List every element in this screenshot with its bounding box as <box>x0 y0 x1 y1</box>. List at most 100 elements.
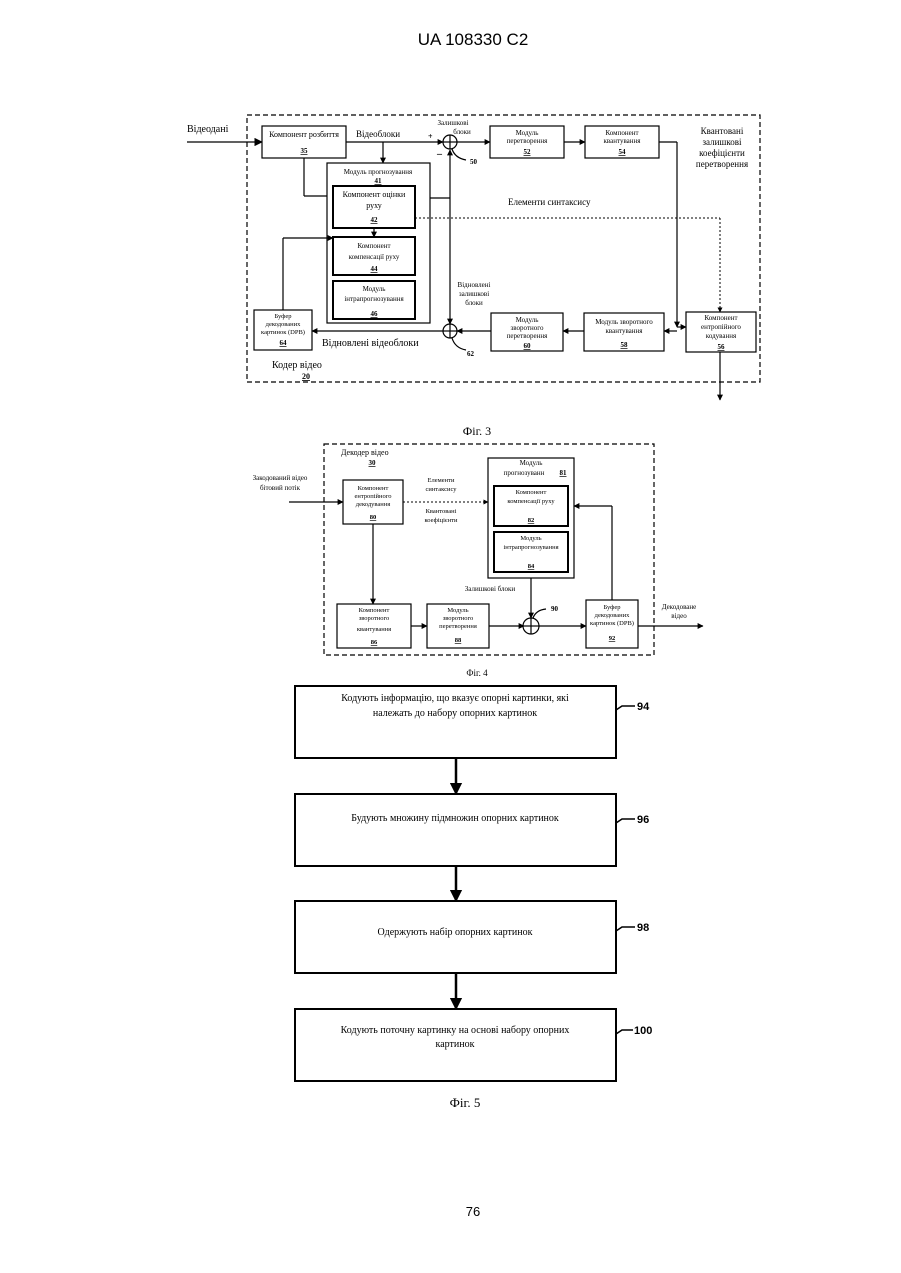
fig4-invt-ref: 88 <box>455 637 462 644</box>
fig4-pred-label-2: прогнозуванн <box>504 469 545 477</box>
summer-90-ref: 90 <box>551 605 559 613</box>
ent-label-1: Компонент <box>704 314 737 322</box>
mc-ref: 44 <box>371 265 379 273</box>
bitstream-label-2: бітовий потік <box>260 484 301 492</box>
fig4-intra-label-2: інтрапрогнозування <box>503 544 558 551</box>
prediction-label: Модуль прогнозування <box>344 168 413 176</box>
transform-ref: 52 <box>524 148 532 156</box>
qcoef-label-3: коефіцієнти <box>699 148 745 158</box>
fig4-mc-label-2: компенсації руху <box>507 498 555 505</box>
partition-ref: 35 <box>301 147 309 155</box>
dpb-ref: 64 <box>280 339 288 347</box>
fig4-invt-label-3: перетворення <box>439 623 477 630</box>
ent-ref: 56 <box>718 343 726 351</box>
invt-label-2: зворотного <box>511 324 544 332</box>
fig4-residual-label: Залишкові блоки <box>465 585 516 593</box>
step-96-text: Будують множину підмножин опорних картин… <box>351 813 559 824</box>
invt-label-3: перетворення <box>507 332 548 340</box>
partition-label: Компонент розбиття <box>269 130 339 139</box>
encoder-label: Кодер відео <box>272 360 322 371</box>
bitstream-label-1: Закодований відео <box>253 474 308 482</box>
syntax-label: Елементи синтаксису <box>508 197 591 207</box>
fig4-intra-label-1: Модуль <box>520 535 541 542</box>
fig4-caption: Фіг. 4 <box>466 668 488 678</box>
residual-label-1: Залишкові <box>437 119 468 127</box>
fig4-dpb-label-2: декодованих <box>595 612 630 619</box>
entd-ref: 80 <box>370 514 377 521</box>
fig4-qcoef-label-1: Квантовані <box>426 508 457 515</box>
video-blocks-label: Відеоблоки <box>356 129 400 139</box>
me-ref: 42 <box>371 216 379 224</box>
quant-label-2: квантування <box>604 137 642 145</box>
summer-50-ref: 50 <box>470 158 478 166</box>
step-96-ref: 96 <box>637 814 649 826</box>
fig4-mc-ref: 82 <box>528 517 535 524</box>
dpb-label-1: Буфер <box>274 313 291 320</box>
entd-label-2: ентропійного <box>354 493 391 500</box>
invq-label-1: Модуль зворотного <box>595 318 653 326</box>
step-100-text-2: картинок <box>436 1039 475 1050</box>
step-100-text-1: Кодують поточну картинку на основі набор… <box>341 1025 570 1036</box>
quant-label-1: Компонент <box>605 129 638 137</box>
fig4-out-label-1: Декодоване <box>662 603 697 611</box>
fig4-out-label-2: відео <box>671 612 687 620</box>
ent-label-2: ентропійного <box>701 323 741 331</box>
intra-ref: 46 <box>371 310 379 318</box>
fig4-invt-label-1: Модуль <box>447 607 468 614</box>
recres-label-3: блоки <box>465 299 483 307</box>
step-94-text-1: Кодують інформацію, що вказує опорні кар… <box>341 693 569 704</box>
fig4-pred-ref: 81 <box>560 469 568 477</box>
mc-label-2: компенсації руху <box>349 253 400 261</box>
summer-62-ref: 62 <box>467 350 475 358</box>
me-label-1: Компонент оцінки <box>343 190 406 199</box>
fig4-dpb-ref: 92 <box>609 635 616 642</box>
fig4-dpb-label-3: картинок (DPB) <box>590 620 634 627</box>
fig4-mc-label-1: Компонент <box>516 489 547 496</box>
recres-label-2: залишкові <box>459 290 489 298</box>
transform-label-1: Модуль <box>516 129 539 137</box>
fig4-qcoef-label-2: коефіцієнти <box>424 517 458 524</box>
fig4-intra-ref: 84 <box>528 563 535 570</box>
invt-ref: 60 <box>524 342 532 350</box>
invq-label-2: квантування <box>606 327 644 335</box>
step-98-text: Одержують набір опорних картинок <box>378 927 533 938</box>
encoder-ref: 20 <box>302 372 310 381</box>
rec-blocks-label: Відновлені відеоблоки <box>322 338 419 349</box>
step-98-ref: 98 <box>637 922 649 934</box>
dpb-label-3: картинок (DPB) <box>261 329 305 336</box>
plus-sign: + <box>428 132 433 141</box>
recres-label-1: Відновлені <box>458 281 491 289</box>
patent-header: UA 108330 C2 <box>418 30 529 49</box>
fig4-diagram: Декодер відео 30 Закодований відео бітов… <box>253 444 703 655</box>
step-96-box <box>295 794 616 866</box>
fig4-invq-label-2: зворотного <box>359 615 390 622</box>
page-number: 76 <box>466 1204 480 1219</box>
fig5-caption: Фіг. 5 <box>450 1095 481 1110</box>
fig4-invq-ref: 86 <box>371 639 378 646</box>
invq-ref: 58 <box>621 341 629 349</box>
qcoef-label-1: Квантовані <box>701 126 744 136</box>
fig4-dpb-label-1: Буфер <box>603 604 620 611</box>
residual-label-2: блоки <box>453 128 471 136</box>
entd-label-3: декодування <box>356 501 390 508</box>
fig3-caption: Фіг. 3 <box>463 424 491 438</box>
video-data-label: Відеодані <box>187 124 229 135</box>
decoder-ref: 30 <box>369 459 377 467</box>
fig4-invq-label-3: квантування <box>357 626 391 633</box>
step-100-ref: 100 <box>634 1025 652 1037</box>
invt-label-1: Модуль <box>516 316 539 324</box>
fig4-invq-label-1: Компонент <box>359 607 390 614</box>
fig3-diagram: Відеодані Компонент розбиття 35 Відеобло… <box>187 115 760 400</box>
decoder-label: Декодер відео <box>341 448 389 457</box>
me-label-2: руху <box>366 201 382 210</box>
intra-label-1: Модуль <box>363 285 386 293</box>
fig4-invt-label-2: зворотного <box>443 615 474 622</box>
prediction-ref: 41 <box>375 177 383 185</box>
ent-label-3: кодування <box>706 332 737 340</box>
qcoef-label-2: залишкові <box>702 137 742 147</box>
fig5-flowchart: Кодують інформацію, що вказує опорні кар… <box>295 686 652 1081</box>
fig4-syntax-label-1: Елементи <box>428 477 455 484</box>
entd-label-1: Компонент <box>358 485 389 492</box>
mc-label-1: Компонент <box>357 242 390 250</box>
